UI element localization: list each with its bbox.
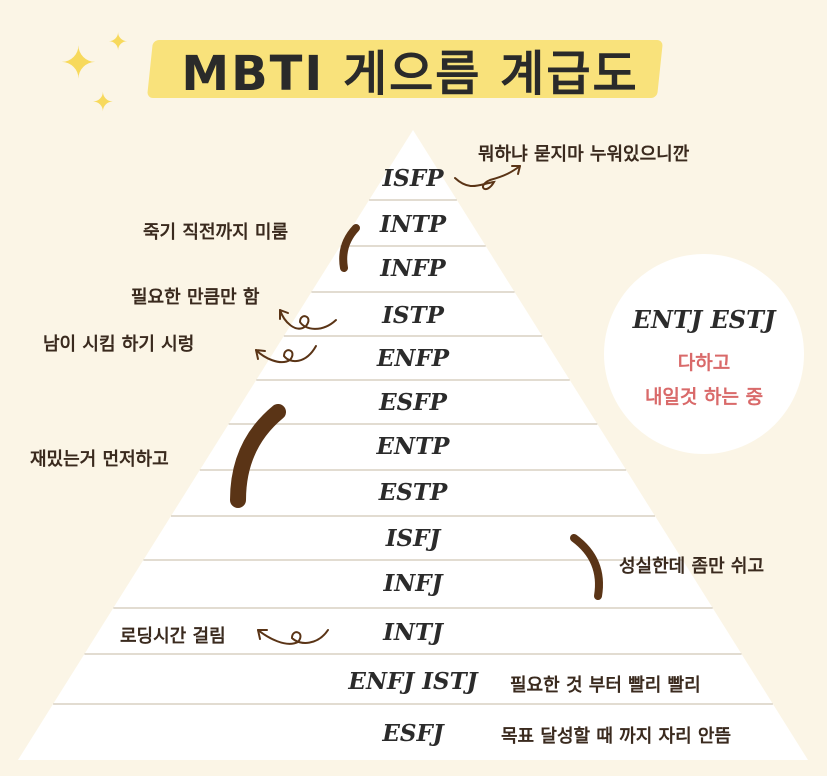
circle-line-2: 내일것 하는 중	[644, 386, 764, 408]
note-enfj-istj: 필요한 것 부터 빨리 빨리	[510, 675, 701, 696]
note-esfj: 목표 달성할 때 까지 자리 안뜸	[501, 726, 732, 747]
note-isfp: 뭐하냐 묻지마 누워있으니깐	[478, 144, 690, 165]
level-label: INTP	[379, 211, 447, 238]
level-label: INTJ	[383, 619, 443, 646]
level-label: ESTP	[378, 479, 448, 506]
level-label: ENFJ ISTJ	[348, 668, 478, 695]
brace-stroke-icon	[230, 404, 286, 508]
sparkle-icon: ✦	[92, 88, 114, 118]
circle-title: ENTJ ESTJ	[632, 305, 776, 334]
note-enfp: 남이 시킴 하기 시렁	[43, 334, 195, 355]
brace-stroke-icon	[339, 224, 360, 272]
level-label: ISFJ	[385, 525, 441, 552]
curly-arrow-icon	[257, 629, 329, 645]
curly-arrow-icon	[279, 309, 337, 330]
level-label: ESFJ	[382, 720, 444, 747]
level-label: ISFP	[382, 165, 444, 192]
brace-stroke-icon	[570, 534, 603, 600]
note-intj: 로딩시간 걸림	[120, 626, 226, 647]
level-label: INFP	[380, 255, 446, 282]
level-label: ENTP	[376, 433, 450, 460]
circle-line-1: 다하고	[677, 352, 731, 374]
level-label: ISTP	[382, 302, 444, 329]
page-title: MBTI 게으름 계급도	[181, 46, 639, 102]
curly-arrow-icon	[454, 165, 521, 191]
note-intp-infp: 죽기 직전까지 미룸	[143, 222, 289, 243]
pyramid-shape	[18, 130, 808, 760]
note-esfp-estp: 재밌는거 먼저하고	[30, 449, 169, 470]
level-label: ESFP	[379, 389, 447, 416]
note-isfj-infj: 성실한데 좀만 쉬고	[619, 556, 765, 577]
level-label: ENFP	[376, 345, 450, 372]
curly-arrow-icon	[255, 345, 317, 364]
level-label: INFJ	[383, 570, 443, 597]
sparkle-icon: ✦	[60, 38, 97, 89]
sparkle-icon: ✦	[108, 28, 129, 56]
side-circle	[604, 254, 804, 454]
note-istp: 필요한 만큼만 함	[131, 287, 260, 308]
